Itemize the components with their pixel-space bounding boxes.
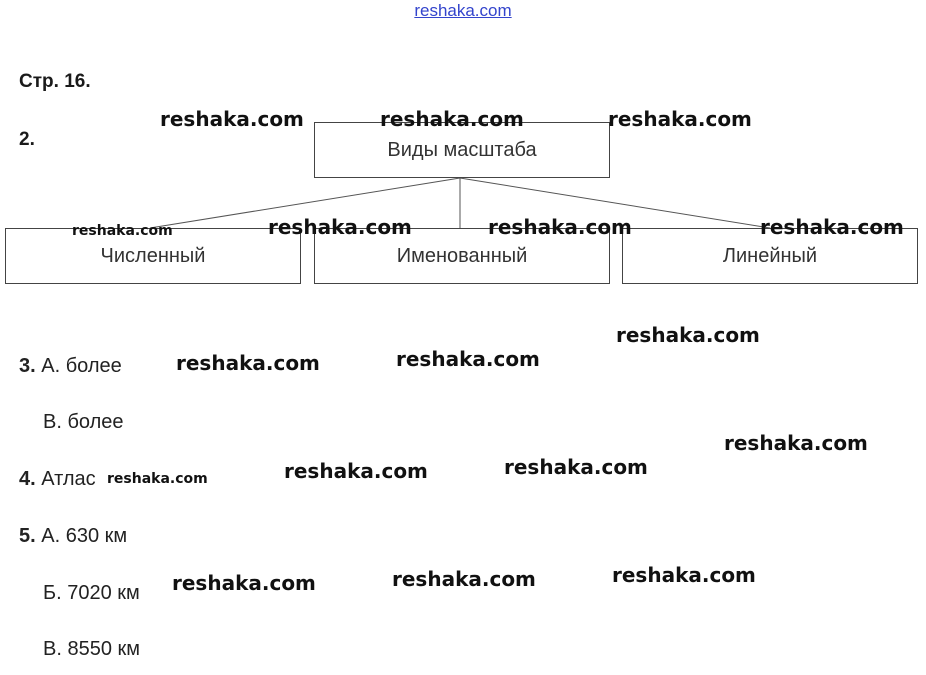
watermark: reshaka.com <box>724 431 868 455</box>
answer-3a-text: А. более <box>41 355 122 377</box>
watermark: reshaka.com <box>284 459 428 483</box>
answer-4: 4. Атлас <box>19 468 96 491</box>
site-link[interactable]: reshaka.com <box>414 1 512 20</box>
diagram-child-box-numeric: Численный <box>5 228 301 284</box>
diagram-child-box-named: Именованный <box>314 228 610 284</box>
watermark: reshaka.com <box>504 455 648 479</box>
watermark: reshaka.com <box>760 215 904 239</box>
answer-5a-text: А. 630 км <box>41 525 128 547</box>
task-2-number: 2. <box>19 129 35 150</box>
watermark: reshaka.com <box>380 107 524 131</box>
watermark: reshaka.com <box>616 323 760 347</box>
watermark: reshaka.com <box>72 223 173 239</box>
page-label: Стр. 16. <box>19 71 91 92</box>
diagram-child-label: Численный <box>100 244 206 267</box>
diagram-child-label: Линейный <box>722 244 818 267</box>
watermark: reshaka.com <box>268 215 412 239</box>
answer-5b: Б. 7020 км <box>43 582 140 604</box>
connector-right <box>459 177 771 229</box>
answer-5c: В. 8550 км <box>43 638 141 660</box>
task-4-number: 4. <box>19 468 36 490</box>
watermark: reshaka.com <box>176 351 320 375</box>
watermark: reshaka.com <box>160 107 304 131</box>
answer-5a: 5. А. 630 км <box>19 525 127 548</box>
diagram-root-label: Виды масштаба <box>387 138 537 161</box>
answer-3b: В. более <box>43 411 124 433</box>
watermark: reshaka.com <box>608 107 752 131</box>
diagram-root-box: Виды масштаба <box>314 122 610 178</box>
diagram-child-box-linear: Линейный <box>622 228 918 284</box>
watermark: reshaka.com <box>612 563 756 587</box>
answer-4-text: Атлас <box>41 468 96 490</box>
watermark: reshaka.com <box>107 471 208 487</box>
watermark: reshaka.com <box>396 347 540 371</box>
task-3-number: 3. <box>19 355 36 377</box>
connector-left <box>149 177 461 229</box>
task-5-number: 5. <box>19 525 36 547</box>
watermark: reshaka.com <box>392 567 536 591</box>
answer-3a: 3. А. более <box>19 355 122 378</box>
watermark: reshaka.com <box>488 215 632 239</box>
diagram-child-label: Именованный <box>396 244 528 267</box>
watermark: reshaka.com <box>172 571 316 595</box>
